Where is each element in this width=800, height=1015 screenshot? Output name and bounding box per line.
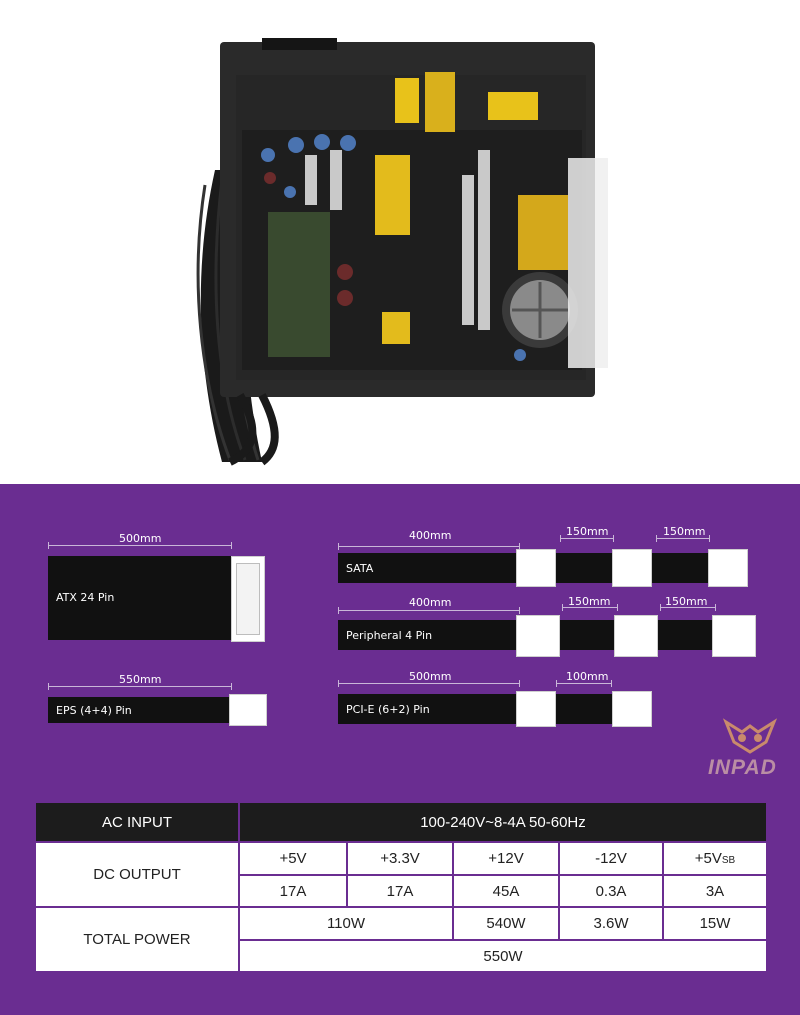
power-spec-table: AC INPUT 100-240V~8-4A 50-60Hz DC OUTPUT…: [36, 803, 766, 971]
owl-logo-icon: [722, 718, 778, 754]
pcie-dimension-line-2: [556, 680, 612, 687]
pcie-length-label-2: 100mm: [566, 670, 609, 683]
psu-internals-photo: [0, 0, 800, 484]
atx-connector-pins: [236, 563, 260, 635]
peripheral-length-label-1: 400mm: [409, 596, 452, 609]
current-5v: 17A: [240, 876, 346, 906]
pcie-cable-body-2: [556, 694, 612, 724]
peripheral-cable-body-3: [658, 620, 716, 650]
peripheral-length-label-3: 150mm: [665, 595, 708, 608]
peripheral-cable-body-1: Peripheral 4 Pin: [338, 620, 520, 650]
eps-connector: [229, 694, 267, 726]
pcie-connector-2: [612, 691, 652, 727]
rail-5vsb-main: +5V: [694, 850, 722, 867]
pcie-cable-body-1: PCI-E (6+2) Pin: [338, 694, 520, 724]
sata-dimension-line-2: [560, 535, 614, 542]
sata-length-label-1: 400mm: [409, 529, 452, 542]
peripheral-connector-3: [712, 615, 756, 657]
peripheral-cable-name: Peripheral 4 Pin: [346, 629, 433, 642]
pcie-connector-1: [516, 691, 556, 727]
peripheral-dimension-line-1: [338, 607, 520, 614]
eps-cable-name: EPS (4+4) Pin: [56, 704, 132, 717]
rail-3v3: +3.3V: [348, 843, 452, 874]
rail-12v: +12V: [454, 843, 558, 874]
pcie-length-label-1: 500mm: [409, 670, 452, 683]
peripheral-dimension-line-2: [562, 604, 618, 611]
sata-connector-3: [708, 549, 748, 587]
atx-cable-body: ATX 24 Pin: [48, 556, 232, 640]
eps-length-label: 550mm: [119, 673, 162, 686]
sata-cable-name: SATA: [346, 562, 374, 575]
current-minus12v: 0.3A: [560, 876, 662, 906]
sata-connector-1: [516, 549, 556, 587]
ac-input-label: AC INPUT: [36, 803, 238, 841]
sata-cable-body-2: [556, 553, 614, 583]
sata-cable-body-1: SATA: [338, 553, 520, 583]
current-5vsb: 3A: [664, 876, 766, 906]
ac-input-value: 100-240V~8-4A 50-60Hz: [240, 803, 766, 841]
watermark-text: INPAD: [708, 756, 777, 779]
eps-dimension-line: [48, 683, 232, 690]
atx-dimension-line: [48, 542, 232, 549]
sata-cable-body-3: [652, 553, 710, 583]
sata-dimension-line-1: [338, 543, 520, 550]
peripheral-connector-1: [516, 615, 560, 657]
rail-5vsb-suffix: SB: [721, 855, 736, 866]
sata-length-label-3: 150mm: [663, 525, 706, 538]
current-3v3: 17A: [348, 876, 452, 906]
atx-connector: [231, 556, 265, 642]
peripheral-cable-body-2: [560, 620, 618, 650]
power-5vsb: 15W: [664, 908, 766, 939]
peripheral-length-label-2: 150mm: [568, 595, 611, 608]
power-12v: 540W: [454, 908, 558, 939]
eps-cable-body: EPS (4+4) Pin: [48, 697, 232, 723]
atx-length-label: 500mm: [119, 532, 162, 545]
peripheral-connector-2: [614, 615, 658, 657]
inpad-watermark: INPAD: [708, 718, 798, 788]
power-total: 550W: [240, 941, 766, 971]
sata-connector-2: [612, 549, 652, 587]
current-12v: 45A: [454, 876, 558, 906]
pcie-dimension-line-1: [338, 680, 520, 687]
rail-5v: +5V: [240, 843, 346, 874]
total-power-label: TOTAL POWER: [36, 908, 238, 971]
dc-output-label: DC OUTPUT: [36, 843, 238, 906]
pcie-cable-name: PCI-E (6+2) Pin: [346, 703, 430, 716]
sata-dimension-line-3: [656, 535, 710, 542]
power-minus12v: 3.6W: [560, 908, 662, 939]
psu-pcb-illustration: [196, 38, 608, 466]
power-combined-5v-3v3: 110W: [240, 908, 452, 939]
peripheral-dimension-line-3: [660, 604, 716, 611]
sata-length-label-2: 150mm: [566, 525, 609, 538]
rail-minus12v: -12V: [560, 843, 662, 874]
atx-cable-name: ATX 24 Pin: [56, 591, 115, 604]
